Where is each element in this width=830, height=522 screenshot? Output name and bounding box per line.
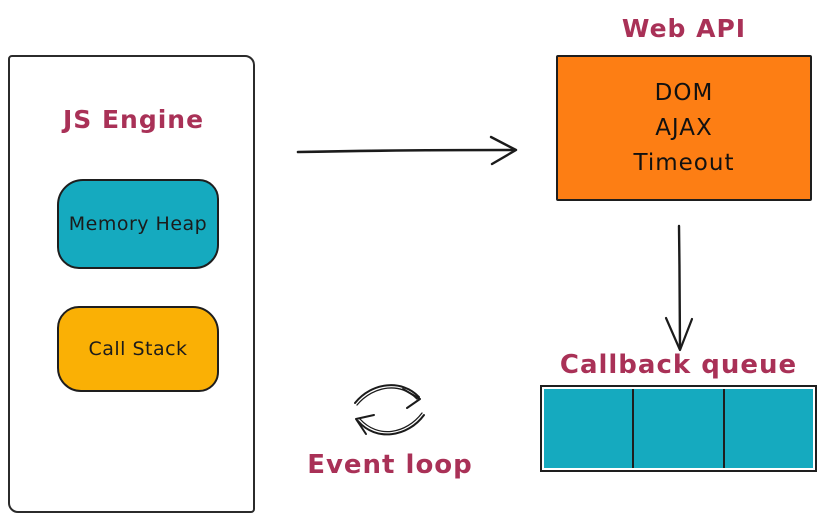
web-api-item-dom: DOM (654, 80, 714, 106)
callback-queue-cell (632, 389, 723, 468)
web-api-item-timeout: Timeout (633, 150, 735, 176)
arrow-right-icon (296, 135, 518, 166)
web-api-box: DOM AJAX Timeout (556, 55, 812, 201)
callback-queue-cell (544, 389, 633, 468)
call-stack-label: Call Stack (88, 338, 188, 360)
memory-heap-box: Memory Heap (57, 179, 219, 269)
js-engine-title: JS Engine (62, 105, 205, 134)
memory-heap-label: Memory Heap (68, 213, 208, 235)
event-loop-title: Event loop (307, 450, 473, 480)
callback-queue (540, 385, 817, 472)
call-stack-box: Call Stack (57, 306, 219, 392)
web-api-item-ajax: AJAX (655, 115, 713, 141)
web-api-title: Web API (621, 14, 747, 43)
arrow-down-icon (664, 224, 694, 352)
callback-queue-title: Callback queue (559, 350, 798, 380)
cycle-arrows-icon (354, 384, 425, 436)
js-engine-container: JS Engine Memory Heap Call Stack (8, 55, 255, 513)
callback-queue-cell (722, 389, 813, 468)
